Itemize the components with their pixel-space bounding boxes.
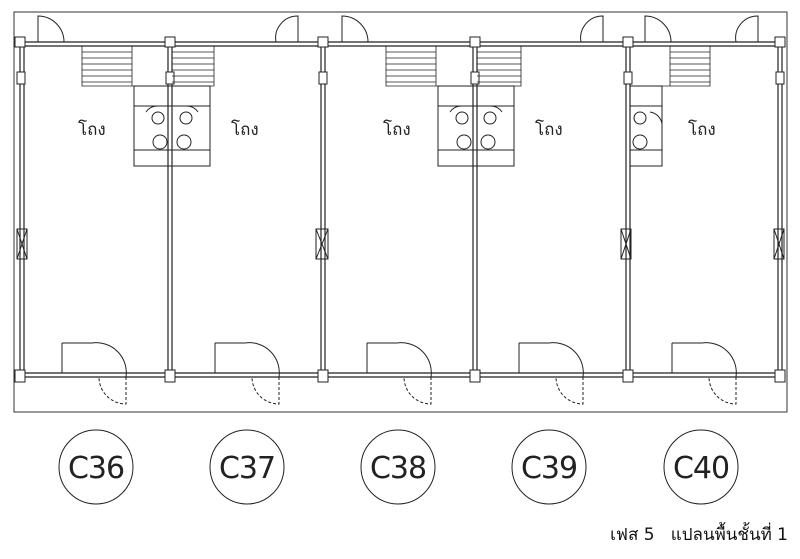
plan-title: แปลนพื้นชั้นที่ 1 <box>670 525 788 545</box>
unit-label-c38: C38 <box>370 451 426 486</box>
unit-label-c36: C36 <box>68 451 124 486</box>
unit-label-c40: C40 <box>673 451 729 486</box>
unit-bubble-c36 <box>58 429 134 505</box>
unit-bubble-c39 <box>511 429 587 505</box>
phase-label: เฟส 5 <box>610 525 655 545</box>
room-label-1: โถง <box>78 119 106 140</box>
unit-label-c39: C39 <box>521 451 577 486</box>
bathroom-blocks <box>133 85 663 167</box>
unit-bubble-c40 <box>663 429 739 505</box>
room-label-2: โถง <box>231 119 259 140</box>
unit-bubble-c37 <box>209 429 285 505</box>
party-walls <box>167 46 631 373</box>
stairs <box>81 46 711 87</box>
side-windows <box>16 228 785 260</box>
exterior-walls <box>19 41 783 378</box>
unit-bubble-c38 <box>360 429 436 505</box>
plan-frame <box>13 11 788 413</box>
back-doors <box>37 15 759 43</box>
columns <box>14 36 786 383</box>
room-label-3: โถง <box>383 119 411 140</box>
room-label-4: โถง <box>535 119 563 140</box>
plan-caption: เฟส 5 แปลนพื้นชั้นที่ 1 <box>610 521 788 548</box>
front-doors <box>61 342 737 405</box>
room-label-5: โถง <box>688 119 716 140</box>
unit-bubbles <box>58 429 739 505</box>
unit-label-c37: C37 <box>219 451 275 486</box>
room-labels: โถง โถง โถง โถง โถง <box>78 119 716 140</box>
unit-labels: C36 C37 C38 C39 C40 <box>68 451 730 486</box>
